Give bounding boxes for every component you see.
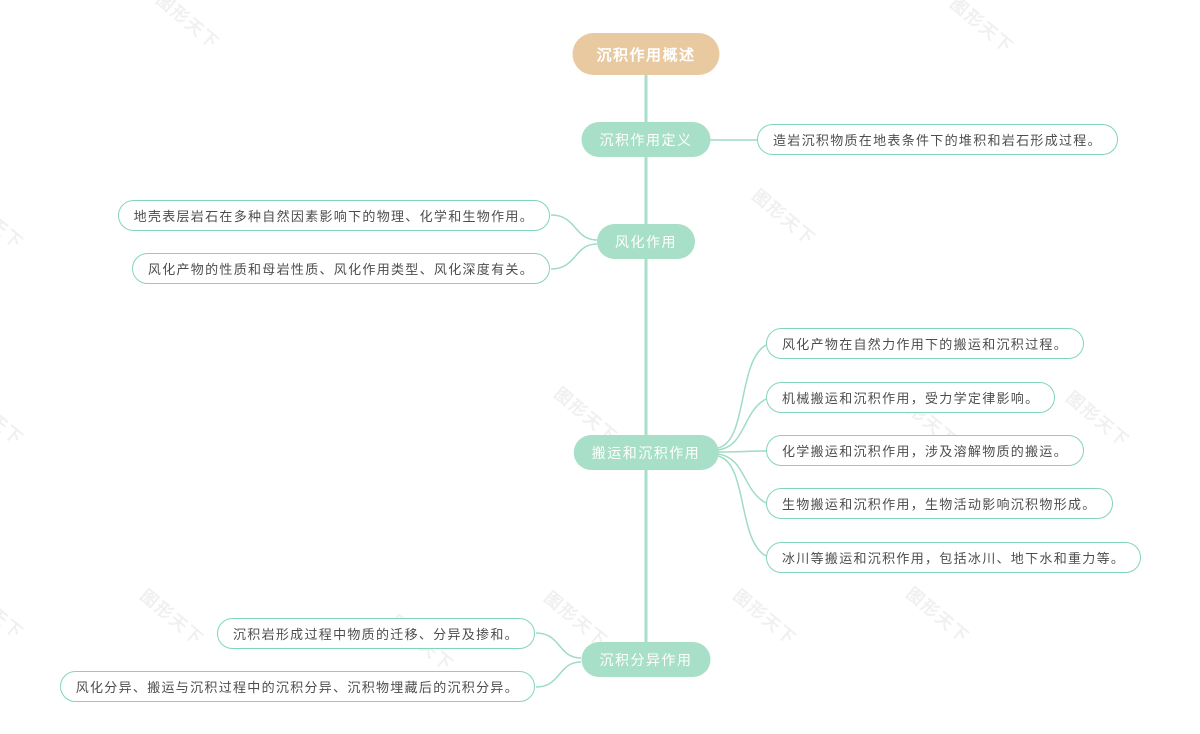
leaf-node[interactable]: 沉积岩形成过程中物质的迁移、分异及掺和。 [216,618,535,649]
connector [717,455,767,557]
connector [717,344,767,449]
leaf-node[interactable]: 冰川等搬运和沉积作用，包括冰川、地下水和重力等。 [766,542,1142,573]
leaf-node[interactable]: 机械搬运和沉积作用，受力学定律影响。 [766,382,1056,413]
branch-node-transport[interactable]: 搬运和沉积作用 [573,435,719,470]
connector [535,632,582,659]
leaf-node[interactable]: 造岩沉积物质在地表条件下的堆积和岩石形成过程。 [757,124,1118,155]
branch-node-differentiation[interactable]: 沉积分异作用 [581,642,711,677]
connector [717,450,767,453]
connector [535,661,582,688]
leaf-node[interactable]: 生物搬运和沉积作用，生物活动影响沉积物形成。 [766,488,1113,519]
connector [717,453,767,504]
connector [717,398,767,451]
root-node-overview[interactable]: 沉积作用概述 [572,33,720,75]
leaf-node[interactable]: 化学搬运和沉积作用，涉及溶解物质的搬运。 [766,435,1085,466]
branch-node-definition[interactable]: 沉积作用定义 [581,122,711,157]
connector [550,243,598,270]
connector [550,214,598,241]
leaf-node[interactable]: 风化产物在自然力作用下的搬运和沉积过程。 [766,328,1085,359]
leaf-node[interactable]: 风化分异、搬运与沉积过程中的沉积分异、沉积物埋藏后的沉积分异。 [59,671,535,702]
branch-node-weathering[interactable]: 风化作用 [597,224,695,259]
leaf-node[interactable]: 地壳表层岩石在多种自然因素影响下的物理、化学和生物作用。 [117,200,550,231]
leaf-node[interactable]: 风化产物的性质和母岩性质、风化作用类型、风化深度有关。 [131,253,550,284]
